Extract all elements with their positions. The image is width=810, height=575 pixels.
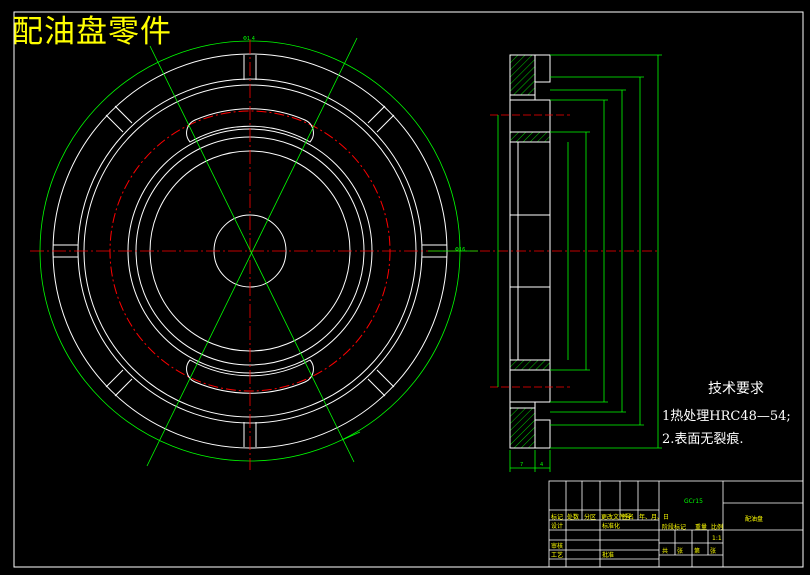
tb-label-sheet-2: 张 xyxy=(710,548,717,555)
tb-label-stage: 阶段标记 xyxy=(662,524,687,531)
tb-label-sheet-1: 张 xyxy=(677,548,684,555)
title-block xyxy=(548,480,804,568)
tb-label-no: 第 xyxy=(694,548,701,555)
dimension-label-right: Φ16 xyxy=(455,247,466,253)
section-top-hub xyxy=(509,131,551,143)
rim-slots xyxy=(53,55,447,447)
kidney-port-upper xyxy=(186,108,314,143)
tb-label-process: 工艺 xyxy=(551,552,564,559)
tb-scale-value: 1:1 xyxy=(712,535,722,542)
tb-label-date: 年、月、日 xyxy=(639,514,670,521)
front-view xyxy=(30,37,478,470)
tech-requirements-heading: 技术要求 xyxy=(708,381,764,397)
tech-requirement-2: 2.表面无裂痕. xyxy=(662,432,744,447)
dimension-label-top: Φ1.4 xyxy=(243,36,255,42)
tb-label-mark: 标记 xyxy=(551,514,564,521)
section-bottom-flange xyxy=(509,407,536,449)
tb-label-change-doc: 更改文件号 xyxy=(601,514,632,521)
tb-label-approve: 批准 xyxy=(602,552,615,559)
tb-label-signature: 签名 xyxy=(622,514,635,521)
drawing-title: 配油盘零件 xyxy=(12,14,172,50)
dimension-label-side-b: 4 xyxy=(540,462,544,468)
title-block-material: GCr15 xyxy=(684,498,703,505)
tb-label-count: 处数 xyxy=(567,514,580,521)
tb-label-standard: 标准化 xyxy=(602,523,621,530)
tb-label-design: 设计 xyxy=(551,523,564,530)
side-outline xyxy=(509,54,551,449)
section-bottom-hub xyxy=(509,359,551,371)
section-top-flange xyxy=(509,54,536,96)
tb-label-scale: 比例 xyxy=(711,524,724,531)
tb-label-total: 共 xyxy=(662,548,669,555)
leader-arrow-lower xyxy=(341,431,361,441)
tech-requirement-1: 1热处理HRC48—54; xyxy=(662,409,791,424)
angle-line-2 xyxy=(146,37,358,467)
dimension-label-side-a: 7 xyxy=(520,462,524,468)
side-view xyxy=(480,54,660,449)
drawing-border xyxy=(13,11,804,568)
angle-line-1 xyxy=(149,45,355,463)
kidney-port-lower xyxy=(186,359,314,394)
tb-label-review: 审核 xyxy=(551,543,564,550)
side-dimensions xyxy=(497,54,662,472)
tb-label-zone: 分区 xyxy=(584,514,597,521)
title-block-part-name: 配油盘 xyxy=(745,516,764,523)
tb-label-weight: 重量 xyxy=(695,524,708,531)
